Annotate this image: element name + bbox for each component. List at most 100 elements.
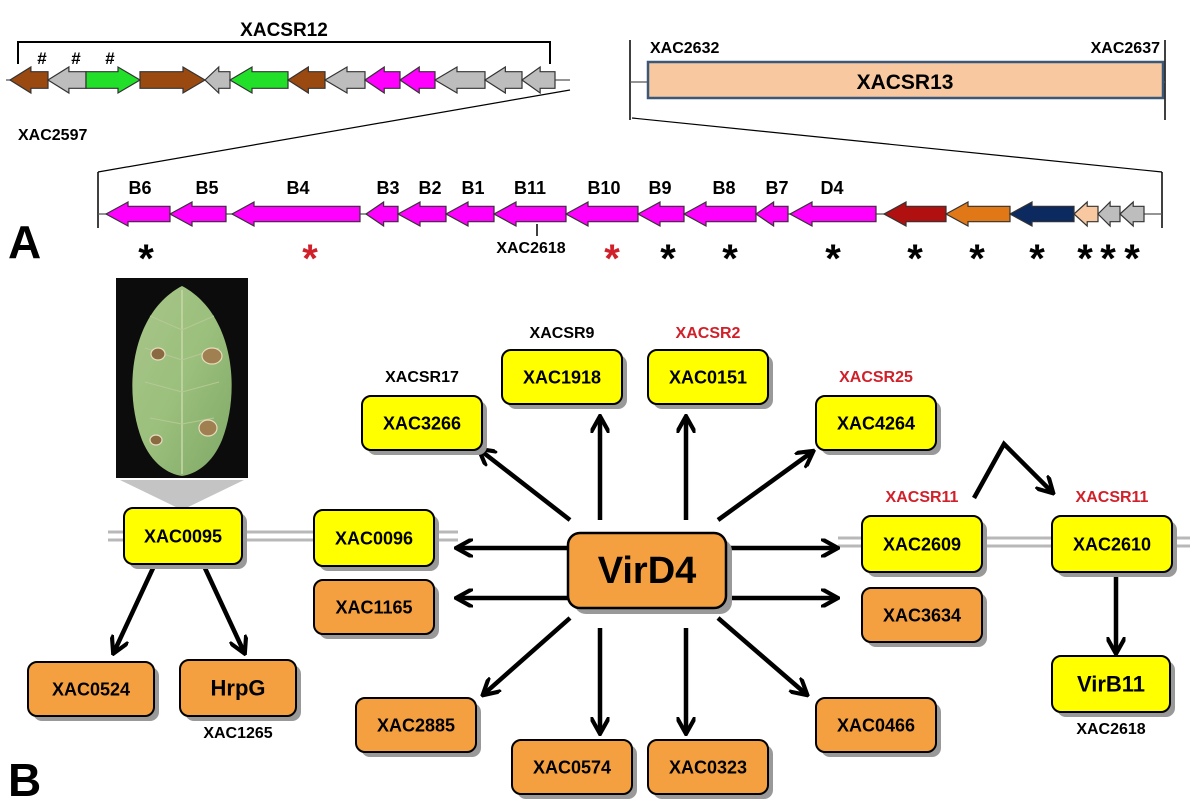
zoom-gene-5 [396,200,447,228]
zoom-gene-label-b10: B10 [587,178,620,198]
zoom-star-5: * [722,237,738,281]
arrow-10 [716,616,806,694]
cluster12-gene-10 [398,65,436,95]
zoom-gene-label-b2: B2 [418,178,441,198]
zoom-star-6: * [825,237,841,281]
node-xac2610-box [1051,515,1173,573]
node-virb11-sublabel: XAC2618 [1076,721,1145,738]
zoom-gene-label-b7: B7 [765,178,788,198]
node-xac4264-box [815,395,937,451]
zoom-gene-18 [1119,200,1145,228]
arrow-8 [716,452,812,522]
cluster12-group: XACSR12 # # # XAC2597 [6,20,571,173]
zoom-gene-10 [682,200,757,228]
node-xac0574-label: XAC0574 [533,757,611,777]
cluster13-region-box [646,60,1165,100]
zoom-line-left [97,89,571,173]
zoom-gene-13 [882,200,947,228]
zoom-gene-2 [168,200,227,228]
cluster12-left-gene-label: XAC2597 [18,127,87,144]
panel-label-b: B [8,754,41,800]
zoom-gene-label-b3: B3 [376,178,399,198]
node-xac2885-label: XAC2885 [377,715,455,735]
node-xac0323-box [647,739,769,795]
zoom-star-4: * [660,237,676,281]
node-xac1918: XAC1918 XACSR9 [501,325,627,409]
node-xac3634-label: XAC3634 [883,605,961,625]
node-xac0095-label: XAC0095 [144,526,222,546]
node-xac1165-label: XAC1165 [335,597,412,617]
cluster13-title: XACSR13 [857,71,954,94]
zoom-star-8: * [969,237,985,281]
node-xac0151-label: XAC0151 [669,367,747,387]
zoom-gene-label-b9: B9 [648,178,671,198]
zoom-gene-label-b4: B4 [286,178,309,198]
cluster12-gene-13 [520,65,556,95]
cluster12-gene-9 [363,65,401,95]
zoom-gene-9 [636,200,685,228]
node-xac0096: XAC0096 [313,509,439,571]
zoom-gene-label-b6: B6 [128,178,151,198]
node-xac3634-box [861,587,983,643]
zoom-gene-4 [364,200,399,228]
zoom-gene-6 [444,200,495,228]
node-xac1918-box [501,349,623,405]
zoom-star-11: * [1100,237,1116,281]
leaf-pointer-triangle [120,480,244,510]
node-xac1165: XAC1165 [313,579,439,639]
cluster13-group: XAC2632 XAC2637 XACSR13 [629,40,1166,173]
node-xac0466-label: XAC0466 [837,715,915,735]
node-xac0323: XAC0323 [647,739,773,799]
zoom-gene-11 [754,200,789,228]
zoom-star-1: * [138,237,154,281]
cluster12-gene-6 [228,65,289,95]
zoom-gene-16 [1073,200,1099,228]
cluster12-gene-3 [85,65,142,95]
cluster12-gene-4 [139,65,207,95]
zoom-gene-8 [564,200,639,228]
node-virb11-box [1051,655,1171,713]
node-xac2609-tag: XACSR11 [886,489,959,506]
zoom-gene-label-b11: B11 [514,178,546,198]
arrow-xac2609-to-xac2610 [972,440,1052,500]
zoom-star-12: * [1124,237,1140,281]
zoom-gene-7 [492,200,567,228]
zoom-gene-14 [944,200,1011,228]
lesion-3 [201,347,223,365]
node-xac0096-label: XAC0096 [335,528,413,548]
zoom-gene-3 [230,200,361,228]
node-xac2885-box [355,697,477,753]
node-xac1918-label: XAC1918 [523,367,601,387]
vird4-label: VirD4 [598,550,697,592]
node-xac1918-tag: XACSR9 [530,325,595,342]
arrow-14 [201,565,244,652]
zoom-gene-label-b1: B1 [461,178,484,198]
zoom-genes [104,200,1145,228]
cluster12-mark-3: # [105,49,115,68]
node-xac0096-box [313,509,435,567]
vird4-node: VirD4 [566,531,732,614]
zoom-xac2618-label: XAC2618 [496,240,565,257]
cluster12-bracket [17,41,551,64]
leaf-photo [116,278,248,510]
arrow-9 [484,616,572,694]
node-xac3266-box [361,395,483,451]
cluster12-mark-2: # [71,49,81,68]
cluster12-title: XACSR12 [240,20,328,41]
node-xac0095-box [123,507,243,565]
node-xac3266-tag: XACSR17 [385,369,459,386]
zoom-star-9: * [1029,237,1045,281]
node-xac3634: XAC3634 [861,587,987,647]
cluster12-gene-11 [433,65,486,95]
panel-label-a: A [8,216,41,268]
zoom-star-10: * [1077,237,1093,281]
zoom-star-7: * [907,237,923,281]
